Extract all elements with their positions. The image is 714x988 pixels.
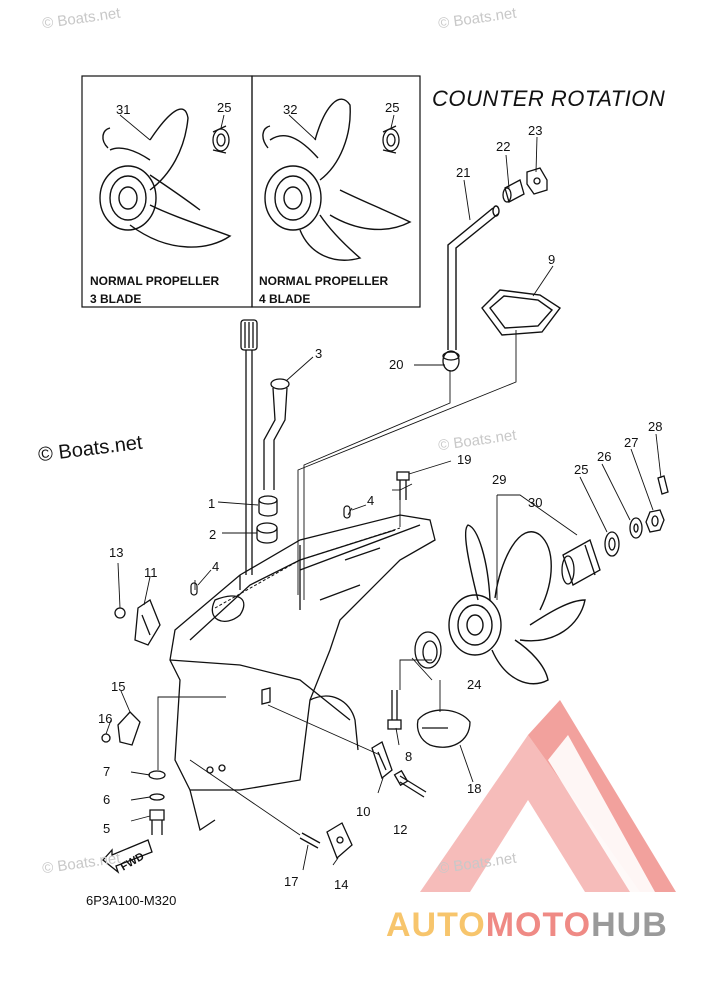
part-label: 13 [109, 545, 124, 560]
housing-outline [214, 527, 401, 609]
part-label: 22 [496, 139, 511, 154]
washers-7-6 [148, 770, 166, 801]
part-label: 21 [456, 165, 471, 180]
washer-25-left [212, 125, 230, 154]
grommet-22 [502, 179, 525, 203]
part-label: 12 [393, 822, 408, 837]
spacer-30 [561, 539, 601, 586]
inset-left-caption: NORMAL PROPELLER 3 BLADE [90, 274, 220, 306]
diagram-code: 6P3A100-M320 [86, 893, 177, 908]
cover-24 [414, 631, 442, 669]
part-label: 19 [457, 452, 472, 467]
grommet-10 [371, 741, 393, 780]
part-label: 28 [648, 419, 663, 434]
inset-frame [81, 75, 421, 308]
part-label: 20 [389, 357, 404, 372]
cotter-pin-28 [657, 475, 669, 495]
clamp-15 [117, 711, 141, 746]
part-label: 27 [624, 435, 639, 450]
part-label: 5 [103, 821, 111, 836]
part-label: 18 [467, 781, 482, 796]
water-tube-21 [447, 205, 500, 350]
screw-17 [299, 832, 321, 849]
part-label: 6 [103, 792, 111, 807]
propeller-3-blade-drawing [99, 108, 232, 248]
part-label: 31 [116, 102, 131, 117]
seal-1 [258, 495, 278, 517]
part-label: 9 [548, 252, 556, 267]
part-label: 25 [574, 462, 589, 477]
label-leaders [105, 114, 662, 871]
leader-lines [157, 330, 578, 836]
anode-18 [416, 709, 471, 748]
part-label: 29 [492, 472, 507, 487]
fwd-arrow [102, 839, 153, 874]
part-label: 4 [212, 559, 220, 574]
part-label: 32 [283, 102, 298, 117]
screw-12 [393, 769, 427, 798]
inset-right-caption: NORMAL PROPELLER 4 BLADE [259, 274, 389, 306]
part-label: 4 [367, 493, 375, 508]
part-label: 24 [467, 677, 482, 692]
lower-case [169, 514, 436, 832]
water-tube-3 [263, 378, 290, 490]
washer-26 [629, 517, 643, 539]
nut-27 [645, 509, 665, 533]
part-label: 2 [209, 527, 217, 542]
part-label: 7 [103, 764, 111, 779]
part-label: 23 [528, 123, 543, 138]
bolt-5 [149, 809, 165, 835]
dowel-pins-4 [190, 505, 351, 596]
cover-14 [326, 822, 353, 860]
part-label: 8 [405, 749, 413, 764]
seal-20 [442, 350, 460, 372]
part-label: 10 [356, 804, 371, 819]
drive-shaft [240, 319, 258, 575]
nut-13 [114, 607, 126, 619]
washer-25-right [382, 125, 400, 154]
bolt-19 [396, 471, 410, 500]
propeller-29 [448, 524, 586, 685]
part-label: 30 [528, 495, 543, 510]
clip-23 [526, 167, 548, 195]
part-label: 17 [284, 874, 299, 889]
part-label: 1 [208, 496, 216, 511]
part-label: 26 [597, 449, 612, 464]
bracket-11 [134, 599, 161, 646]
grommet-2 [256, 522, 278, 544]
part-label: 25 [385, 100, 400, 115]
diagram-title: COUNTER ROTATION [432, 86, 666, 111]
propeller-4-blade-drawing [262, 98, 412, 261]
nut-16 [101, 733, 111, 743]
part-label: 11 [144, 565, 158, 580]
logo-mark [420, 700, 676, 892]
gasket-9 [481, 289, 562, 336]
part-label: 3 [315, 346, 323, 361]
part-label: 15 [111, 679, 126, 694]
bolt-8 [387, 690, 402, 730]
part-label: 25 [217, 100, 232, 115]
part-label: 16 [98, 711, 113, 726]
washer-25 [604, 531, 620, 557]
part-label: 14 [334, 877, 349, 892]
automotohub-logo: AUTOMOTOHUB [386, 906, 668, 944]
